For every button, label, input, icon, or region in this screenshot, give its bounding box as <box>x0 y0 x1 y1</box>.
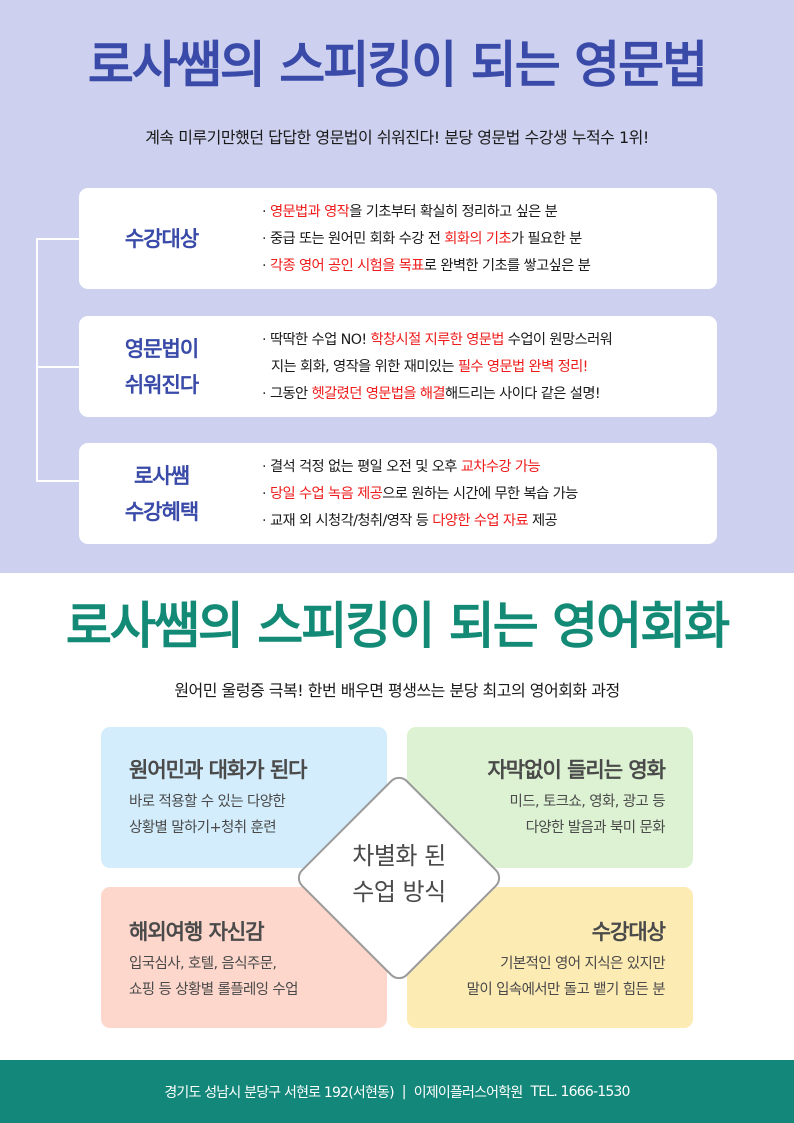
plain-text: 딱딱한 수업 NO! <box>269 332 371 348</box>
highlighted-text: 학창시절 지루한 영문법 <box>370 332 504 348</box>
grammar-subtitle: 계속 미루기만했던 답답한 영문법이 쉬워진다! 분당 영문법 수강생 누적수 … <box>145 128 649 147</box>
feature-desc: 미드, 토크쇼, 영화, 광고 등 다양한 발음과 북미 문화 <box>435 789 666 841</box>
info-card-label: 수강대상 <box>79 188 244 289</box>
center-label-line: 수업 방식 <box>352 878 446 906</box>
info-card-label-line: 영문법이 <box>124 336 199 361</box>
info-card-label-line: 쉬워진다 <box>124 372 199 397</box>
info-bullet-line: ·당일 수업 녹음 제공으로 원하는 시간에 무한 복습 가능 <box>262 481 707 508</box>
feature-card-travel: 해외여행 자신감 입국심사, 호텔, 음식주문, 쇼핑 등 상황별 롤플레잉 수… <box>101 887 387 1028</box>
feature-desc-line: 상황별 말하기+청취 훈련 <box>129 820 277 836</box>
bracket-connector <box>36 366 80 368</box>
bracket-connector <box>36 480 80 482</box>
info-bullet-line: ·그동안 헷갈렸던 영문법을 해결해드리는 사이다 같은 설명! <box>262 381 707 408</box>
footer-separator: | <box>401 1083 407 1100</box>
info-card-target: 수강대상 ·영문법과 영작을 기초부터 확실히 정리하고 싶은 분·중급 또는 … <box>79 188 717 289</box>
plain-text: 중급 또는 원어민 회화 수강 전 <box>269 231 445 247</box>
info-bullet-line: ·중급 또는 원어민 회화 수강 전 회화의 기초가 필요한 분 <box>262 226 707 253</box>
bullet-dot-icon: · <box>262 231 267 247</box>
feature-desc: 기본적인 영어 지식은 있지만 말이 입속에서만 돌고 뱉기 힘든 분 <box>435 951 666 1003</box>
plain-text: 해드리는 사이다 같은 설명! <box>444 386 601 402</box>
plain-text: 으로 원하는 시간에 무한 복습 가능 <box>382 486 578 502</box>
info-bullet-line: ·영문법과 영작을 기초부터 확실히 정리하고 싶은 분 <box>262 199 707 226</box>
highlighted-text: 다양한 수업 자료 <box>432 513 529 529</box>
feature-desc-line: 입국심사, 호텔, 음식주문, <box>129 956 277 972</box>
info-bullet-line: ·각종 영어 공인 시험을 목표로 완벽한 기초를 쌓고싶은 분 <box>262 253 707 280</box>
info-card-lines: ·결석 걱정 없는 평일 오전 및 오후 교차수강 가능·당일 수업 녹음 제공… <box>262 454 707 535</box>
feature-card-native-conversation: 원어민과 대화가 된다 바로 적용할 수 있는 다양한 상황별 말하기+청취 훈… <box>101 727 387 868</box>
highlighted-text: 영문법과 영작 <box>269 204 350 220</box>
info-bullet-line: ·딱딱한 수업 NO! 학창시절 지루한 영문법 수업이 원망스러워 <box>262 327 707 354</box>
plain-text: 결석 걱정 없는 평일 오전 및 오후 <box>269 459 461 475</box>
bullet-dot-icon: · <box>262 486 267 502</box>
info-card-lines: ·영문법과 영작을 기초부터 확실히 정리하고 싶은 분·중급 또는 원어민 회… <box>262 199 707 280</box>
highlighted-text: 필수 영문법 완벽 정리! <box>457 359 589 375</box>
plain-text: 그동안 <box>269 386 312 402</box>
feature-desc-line: 다양한 발음과 북미 문화 <box>525 820 666 836</box>
feature-title: 원어민과 대화가 된다 <box>129 758 308 782</box>
info-bullet-line: ·결석 걱정 없는 평일 오전 및 오후 교차수강 가능 <box>262 454 707 481</box>
feature-desc: 입국심사, 호텔, 음식주문, 쇼핑 등 상황별 롤플레잉 수업 <box>129 951 359 1003</box>
plain-text: 로 완벽한 기초를 쌓고싶은 분 <box>423 258 591 274</box>
feature-title: 해외여행 자신감 <box>129 920 265 944</box>
grammar-section: 로사쌤의 스피킹이 되는 영문법 계속 미루기만했던 답답한 영문법이 쉬워진다… <box>0 0 794 573</box>
feature-desc-line: 말이 입속에서만 돌고 뱉기 힘든 분 <box>466 982 666 998</box>
bullet-dot-icon: · <box>262 258 267 274</box>
plain-text: 제공 <box>528 513 558 529</box>
highlighted-text: 교차수강 가능 <box>460 459 541 475</box>
info-bullet-line: ·교재 외 시청각/청취/영작 등 다양한 수업 자료 제공 <box>262 508 707 535</box>
bullet-dot-icon: · <box>262 332 267 348</box>
feature-desc-line: 기본적인 영어 지식은 있지만 <box>500 956 666 972</box>
plain-text: 수업이 원망스러워 <box>503 332 613 348</box>
info-card-label-line: 수강대상 <box>124 226 199 251</box>
center-diamond-label: 차별화 된 수업 방식 <box>299 838 499 910</box>
conversation-title: 로사쌤의 스피킹이 되는 영어회화 <box>65 597 730 655</box>
feature-desc: 바로 적용할 수 있는 다양한 상황별 말하기+청취 훈련 <box>129 789 359 841</box>
plain-text: 을 기초부터 확실히 정리하고 싶은 분 <box>349 204 558 220</box>
bracket-line <box>36 238 38 482</box>
info-card-label-line: 로사쌤 <box>134 463 190 488</box>
plain-text: 지는 회화, 영작을 위한 재미있는 <box>271 359 458 375</box>
center-label-line: 차별화 된 <box>352 842 446 870</box>
footer-phone: TEL. 1666-1530 <box>530 1083 630 1100</box>
footer-address: 경기도 성남시 분당구 서현로 192(서현동) <box>164 1084 394 1101</box>
bullet-dot-icon: · <box>262 204 267 220</box>
highlighted-text: 당일 수업 녹음 제공 <box>269 486 383 502</box>
highlighted-text: 각종 영어 공인 시험을 목표 <box>269 258 424 274</box>
bullet-dot-icon: · <box>262 513 267 529</box>
plain-text: 교재 외 시청각/청취/영작 등 <box>269 513 433 529</box>
footer-academy-name: 이제이플러스어학원 <box>413 1084 524 1101</box>
feature-desc-line: 바로 적용할 수 있는 다양한 <box>129 794 286 810</box>
feature-desc-line: 미드, 토크쇼, 영화, 광고 등 <box>509 794 666 810</box>
info-card-label-line: 수강혜택 <box>124 499 199 524</box>
grammar-title: 로사쌤의 스피킹이 되는 영문법 <box>87 36 708 94</box>
info-bullet-line: 지는 회화, 영작을 위한 재미있는 필수 영문법 완벽 정리! <box>262 354 707 381</box>
bullet-dot-icon: · <box>262 386 267 402</box>
highlighted-text: 헷갈렸던 영문법을 해결 <box>311 386 446 402</box>
feature-title: 자막없이 들리는 영화 <box>487 758 666 782</box>
bracket-connector <box>36 238 80 240</box>
highlighted-text: 회화의 기초 <box>444 231 511 247</box>
conversation-subtitle: 원어민 울렁증 극복! 한번 배우면 평생쓰는 분당 최고의 영어회화 과정 <box>174 681 620 700</box>
plain-text: 가 필요한 분 <box>510 231 582 247</box>
bullet-dot-icon: · <box>262 459 267 475</box>
footer-contact-bar: 경기도 성남시 분당구 서현로 192(서현동) | 이제이플러스어학원 TEL… <box>0 1060 794 1123</box>
feature-title: 수강대상 <box>591 920 666 944</box>
feature-desc-line: 쇼핑 등 상황별 롤플레잉 수업 <box>129 982 299 998</box>
